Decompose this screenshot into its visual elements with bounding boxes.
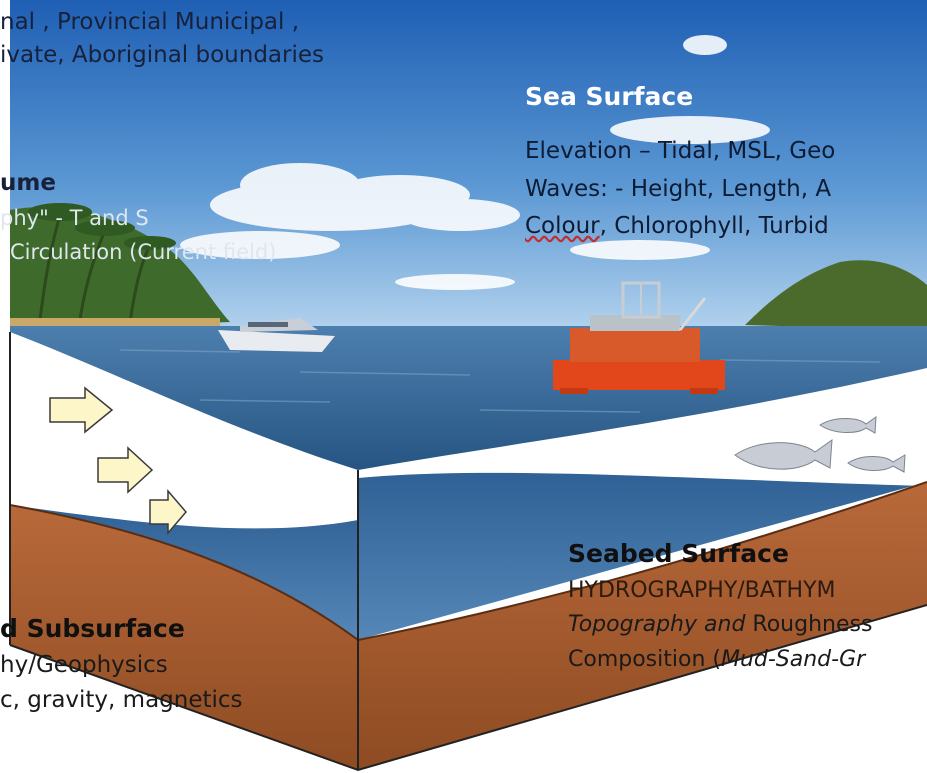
subsurface-line2: c, gravity, magnetics [0, 687, 243, 713]
current-arrows [49, 386, 187, 536]
sea-surface-line3-rest: , Chlorophyll, Turbid [599, 213, 829, 239]
seabed-surface-line2: Topography and Roughness [568, 614, 872, 636]
subsurface-line1: hy/Geophysics [0, 652, 168, 678]
subsurface-title: d Subsurface [0, 614, 185, 643]
water-column-title: ume [0, 170, 56, 196]
palm-fronds [28, 203, 176, 250]
arrow-right-icon [97, 446, 154, 494]
arrow-right-icon [49, 386, 114, 434]
seabed-surface-line2-topography: Topography and [568, 612, 746, 637]
water-column-line2: Circulation (Current field) [10, 240, 277, 264]
seabed-sediment-left [10, 505, 358, 770]
section-bottom-edge [9, 604, 927, 772]
water-column-line1: phy" - T and S [0, 206, 149, 230]
seabed-surface-line3-composition: Composition ( [568, 647, 721, 672]
clouds [180, 35, 770, 290]
seabed-surface-line3: Composition (Mud-Sand-Gr [568, 649, 865, 671]
oil-platform-icon [553, 281, 725, 394]
sea-ripples [119, 349, 881, 413]
arrow-right-icon [149, 488, 187, 536]
right-island [745, 260, 927, 330]
sea-surface-line1: Elevation – Tidal, MSL, Geo [525, 138, 836, 164]
boat-icon [218, 318, 335, 352]
left-island [10, 206, 230, 330]
seabed-top-edge [9, 481, 927, 642]
fish-icons [734, 415, 906, 473]
sea-surface-title: Sea Surface [525, 82, 694, 111]
fish-icon [734, 438, 833, 470]
palm-trees [38, 214, 152, 323]
water-column-right-water [358, 472, 927, 640]
seabed-surface-line2-roughness: Roughness [745, 612, 873, 637]
sea-surface-line3: Colour, Chlorophyll, Turbid [525, 215, 829, 238]
fish-icon [847, 454, 906, 473]
seabed-sediment-right [358, 482, 927, 770]
top-left-jurisdiction-line2: ivate, Aboriginal boundaries [0, 42, 324, 68]
seabed-surface-line1: HYDROGRAPHY/BATHYM [568, 578, 836, 603]
seabed-surface-line3-types: Mud-Sand-Gr [720, 647, 866, 672]
seabed-surface-title: Seabed Surface [568, 539, 789, 568]
left-white-margin [0, 0, 10, 773]
sea-surface-line2: Waves: - Height, Length, A [525, 176, 832, 202]
sea-surface-line3-colour: Colour [525, 213, 600, 239]
top-left-jurisdiction-line1: nal , Provincial Municipal , [0, 9, 300, 35]
fish-icon [819, 415, 877, 434]
